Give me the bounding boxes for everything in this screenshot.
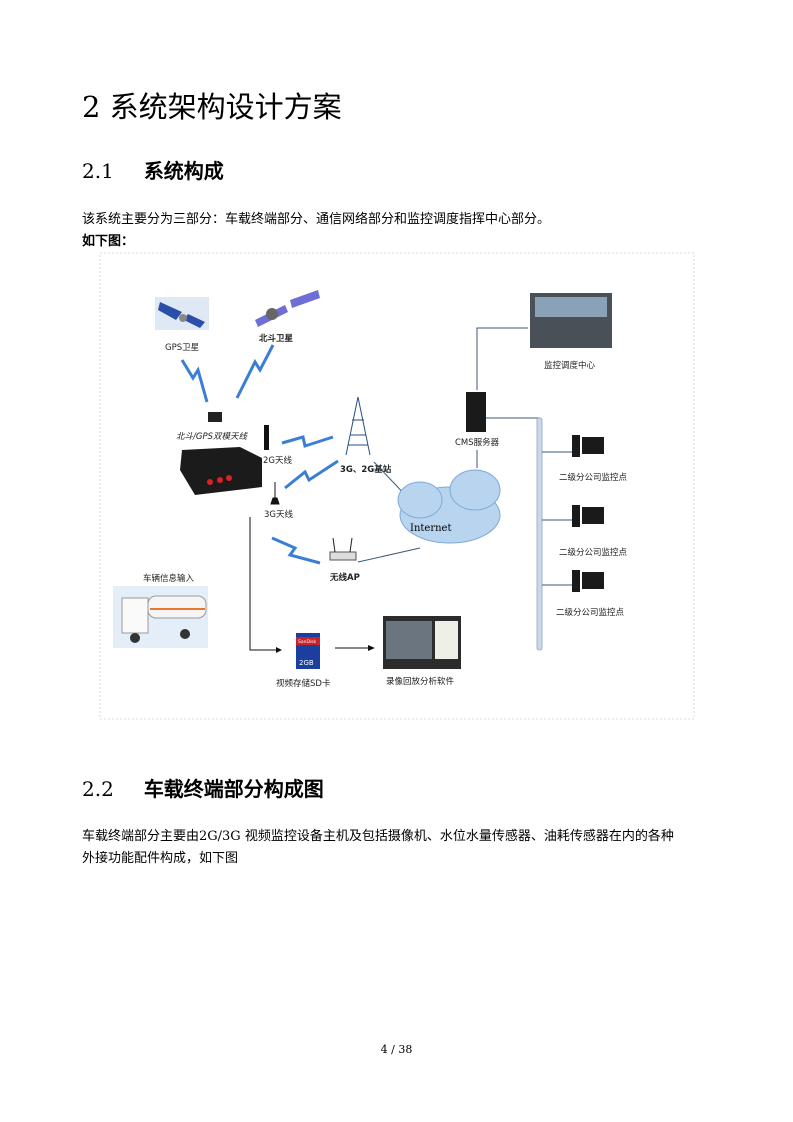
base-station-label: 3G、2G基站: [340, 464, 392, 475]
server-center-line: [476, 327, 528, 390]
arrow-icon: [276, 647, 282, 653]
playback-software-label: 录像回放分析软件: [386, 676, 455, 687]
2g-antenna-icon: [264, 425, 269, 450]
beidou-satellite-label: 北斗卫星: [259, 333, 294, 344]
cms-server-icon: [466, 392, 486, 432]
monitor-icon: [582, 572, 604, 589]
sd-card-label: 视频存储SD卡: [276, 678, 331, 689]
section-number: 2.2: [82, 777, 114, 801]
heading-number: 2: [82, 90, 101, 124]
signal-bolts: [180, 344, 339, 565]
cms-server-label: CMS服务器: [455, 437, 500, 448]
terminal-paragraph-line-2: 外接功能配件构成，如下图: [82, 851, 239, 866]
section-heading-2-1: 2.1 系统构成: [82, 155, 224, 184]
control-center-label: 监控调度中心: [544, 360, 596, 371]
computer-icon: [572, 505, 580, 527]
internet-label: Internet: [410, 523, 451, 534]
branch-2-label: 二级分公司监控点: [559, 547, 628, 558]
figure-intro: 如下图：: [82, 234, 135, 249]
computer-icon: [572, 570, 580, 592]
sd-capacity-text: 2GB: [299, 659, 314, 667]
monitor-icon: [582, 437, 604, 454]
arrow-icon: [368, 645, 375, 651]
diagram-border: [99, 252, 695, 720]
internet-cloud-icon: [397, 469, 501, 544]
mobile-dvr-device-icon: [180, 447, 262, 495]
wireless-ap-label: 无线AP: [329, 572, 360, 583]
heading-title: 系统架构设计方案: [109, 90, 342, 124]
ap-internet-line: [357, 547, 421, 563]
branch-1-label: 二级分公司监控点: [559, 472, 628, 483]
dual-antenna-label: 北斗/GPS双模天线: [176, 431, 248, 442]
base-station-tower-icon: [345, 396, 371, 456]
sd-brand-text: SanDisk: [298, 639, 317, 645]
network-bus: [536, 417, 543, 651]
computer-icon: [572, 435, 580, 457]
gps-satellite-icon: [155, 297, 209, 330]
section-number: 2.1: [82, 159, 114, 183]
antenna-3g-label: 3G天线: [264, 509, 293, 520]
branch-3-label: 二级分公司监控点: [556, 607, 625, 618]
ap-signal-icon: [271, 536, 321, 565]
2g-signal-icon: [281, 435, 334, 448]
3g-signal-icon: [284, 459, 339, 490]
page-number: 4 / 38: [380, 1043, 413, 1056]
gps-satellite-label: GPS卫星: [165, 343, 199, 353]
wireless-ap-icon: [329, 551, 357, 561]
section-title: 系统构成: [143, 159, 224, 183]
branch-computer-icons: [572, 435, 604, 592]
vehicle-input-label: 车辆信息输入: [143, 573, 195, 584]
beidou-signal-icon: [235, 344, 275, 399]
3g-antenna-icon: [270, 482, 280, 505]
device-sd-line: [249, 517, 276, 651]
intro-paragraph: 该系统主要分为三部分：车载终端部分、通信网络部分和监控调度指挥中心部分。: [82, 212, 551, 227]
gps-signal-icon: [180, 359, 209, 403]
heading-1: 2 系统架构设计方案: [82, 84, 342, 126]
monitor-icon: [582, 507, 604, 524]
antenna-2g-label: 2G天线: [263, 455, 292, 466]
section-heading-2-2: 2.2 车载终端部分构成图: [82, 773, 324, 802]
beidou-satellite-icon: [255, 290, 320, 327]
terminal-paragraph-line-1: 车载终端部分主要由2G/3G 视频监控设备主机及包括摄像机、水位水量传感器、油耗…: [82, 829, 674, 844]
section-title: 车载终端部分构成图: [143, 777, 324, 801]
dual-mode-antenna-icon: [208, 412, 222, 422]
